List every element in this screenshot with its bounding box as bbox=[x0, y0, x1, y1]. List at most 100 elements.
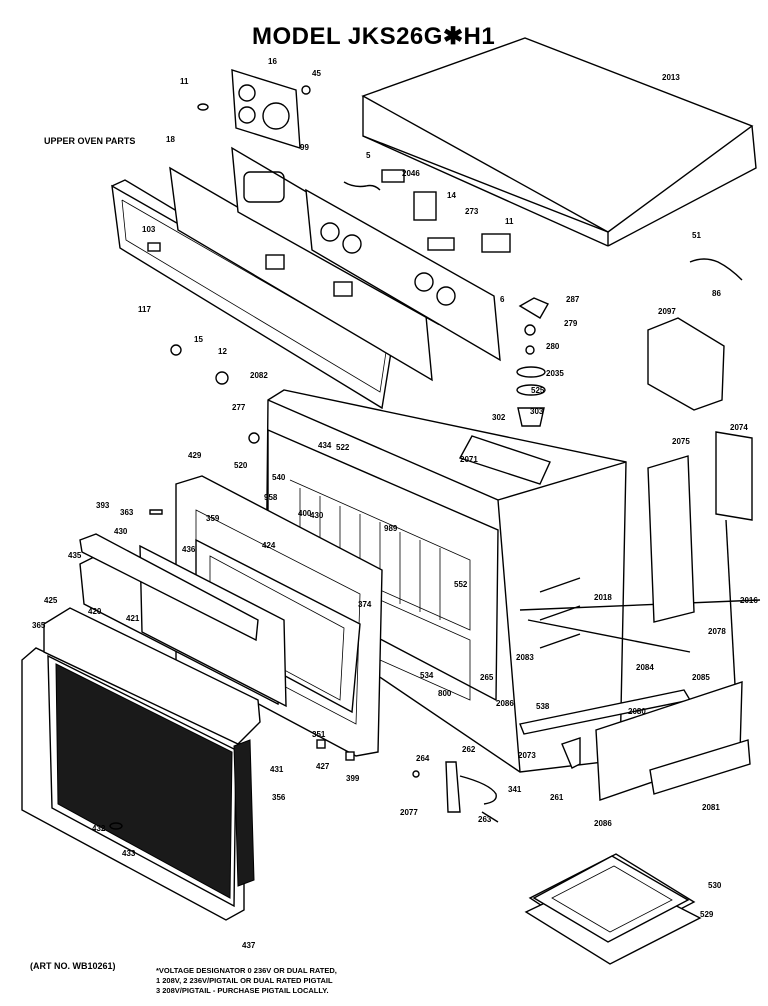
part-label-356: 356 bbox=[272, 793, 286, 802]
part-label-18: 18 bbox=[166, 135, 175, 144]
door-handle-432 bbox=[109, 822, 123, 830]
wire-51 bbox=[689, 258, 743, 281]
part-label-2075: 2075 bbox=[672, 437, 690, 446]
part-label-264: 264 bbox=[416, 754, 430, 763]
part-label-436: 436 bbox=[182, 545, 196, 554]
part-label-265: 265 bbox=[480, 673, 494, 682]
footnote-line-2: 1 208V, 2 236V/PIGTAIL OR DUAL RATED PIG… bbox=[156, 976, 333, 985]
section-label: UPPER OVEN PARTS bbox=[44, 136, 136, 146]
part-label-529: 529 bbox=[700, 910, 714, 919]
wire-5 bbox=[343, 181, 381, 191]
part-label-431: 431 bbox=[270, 765, 284, 774]
latch-262 bbox=[445, 761, 461, 813]
part-label-800: 800 bbox=[438, 689, 452, 698]
part-label-421: 421 bbox=[126, 614, 140, 623]
part-label-12: 12 bbox=[218, 347, 227, 356]
part-label-2046: 2046 bbox=[402, 169, 420, 178]
part-label-429: 429 bbox=[188, 451, 202, 460]
part-label-2084: 2084 bbox=[636, 663, 654, 672]
part-label-16: 16 bbox=[268, 57, 277, 66]
part-label-2078: 2078 bbox=[708, 627, 726, 636]
part-label-374: 374 bbox=[358, 600, 372, 609]
part-280 bbox=[525, 345, 535, 355]
screw-363 bbox=[149, 509, 163, 515]
gasket-356 bbox=[233, 739, 255, 887]
panel-2074 bbox=[715, 431, 753, 521]
part-label-365: 365 bbox=[32, 621, 46, 630]
oven-body bbox=[265, 389, 761, 773]
part-label-430: 430 bbox=[114, 527, 128, 536]
part-label-277: 277 bbox=[232, 403, 246, 412]
part-label-434: 434 bbox=[318, 441, 332, 450]
part-label-341: 341 bbox=[508, 785, 522, 794]
top-panel-2013 bbox=[361, 37, 757, 247]
part-label-2086: 2086 bbox=[594, 819, 612, 828]
part-label-2083: 2083 bbox=[516, 653, 534, 662]
part-label-6: 6 bbox=[500, 295, 505, 304]
part-label-261: 261 bbox=[550, 793, 564, 802]
part-label-433: 433 bbox=[122, 849, 136, 858]
part-label-420: 420 bbox=[88, 607, 102, 616]
diagram-title: MODEL JKS26G✱H1 bbox=[252, 23, 496, 50]
part-label-287: 287 bbox=[566, 295, 580, 304]
part-label-359: 359 bbox=[206, 514, 220, 523]
panel-16 bbox=[231, 69, 301, 149]
part-label-2077: 2077 bbox=[400, 808, 418, 817]
part-label-99: 99 bbox=[300, 143, 309, 152]
part-label-2086: 2086 bbox=[496, 699, 514, 708]
part-label-525: 525 bbox=[531, 386, 545, 395]
part-label-540: 540 bbox=[272, 473, 286, 482]
transformer-14 bbox=[413, 191, 437, 221]
part-label-5: 5 bbox=[366, 151, 371, 160]
footnote-line-1: *VOLTAGE DESIGNATOR 0 236V OR DUAL RATED… bbox=[156, 966, 337, 975]
part-label-2085: 2085 bbox=[692, 673, 710, 682]
part-399 bbox=[345, 751, 355, 761]
lamp-11 bbox=[197, 103, 209, 111]
part-label-393: 393 bbox=[96, 501, 110, 510]
part-277 bbox=[248, 432, 260, 444]
part-label-427: 427 bbox=[316, 762, 330, 771]
part-label-522: 522 bbox=[336, 443, 350, 452]
part-273 bbox=[427, 237, 455, 251]
part-label-14: 14 bbox=[447, 191, 456, 200]
vent-cover-2097 bbox=[647, 317, 725, 411]
part-label-425: 425 bbox=[44, 596, 58, 605]
part-label-273: 273 bbox=[465, 207, 479, 216]
part-45 bbox=[301, 85, 311, 95]
part-label-302: 302 bbox=[492, 413, 506, 422]
part-15 bbox=[170, 344, 182, 356]
screw-263 bbox=[481, 811, 499, 823]
part-label-103: 103 bbox=[142, 225, 156, 234]
relay-11 bbox=[481, 233, 511, 253]
part-label-2097: 2097 bbox=[658, 307, 676, 316]
part-label-2016: 2016 bbox=[740, 596, 758, 605]
part-2046 bbox=[381, 169, 405, 183]
part-label-958: 958 bbox=[264, 493, 278, 502]
art-number: (ART NO. WB10261) bbox=[30, 961, 116, 971]
part-label-2073: 2073 bbox=[518, 751, 536, 760]
part-label-989: 989 bbox=[384, 524, 398, 533]
part-label-351: 351 bbox=[312, 730, 326, 739]
outer-door-365 bbox=[21, 607, 261, 921]
part-label-2074: 2074 bbox=[730, 423, 748, 432]
part-264 bbox=[412, 770, 420, 778]
part-label-11: 11 bbox=[505, 217, 514, 226]
part-label-262: 262 bbox=[462, 745, 476, 754]
part-label-117: 117 bbox=[138, 305, 151, 314]
part-label-2082: 2082 bbox=[250, 371, 268, 380]
part-12 bbox=[215, 371, 229, 385]
part-label-363: 363 bbox=[120, 508, 134, 517]
bracket-261 bbox=[561, 737, 581, 769]
panel-2081 bbox=[649, 739, 751, 795]
part-label-2081: 2081 bbox=[702, 803, 720, 812]
cup-303 bbox=[517, 407, 545, 427]
part-label-51: 51 bbox=[692, 231, 701, 240]
part-label-279: 279 bbox=[564, 319, 578, 328]
part-279 bbox=[524, 324, 536, 336]
part-label-437: 437 bbox=[242, 941, 256, 950]
part-label-424: 424 bbox=[262, 541, 276, 550]
part-label-45: 45 bbox=[312, 69, 321, 78]
part-label-538: 538 bbox=[536, 702, 550, 711]
